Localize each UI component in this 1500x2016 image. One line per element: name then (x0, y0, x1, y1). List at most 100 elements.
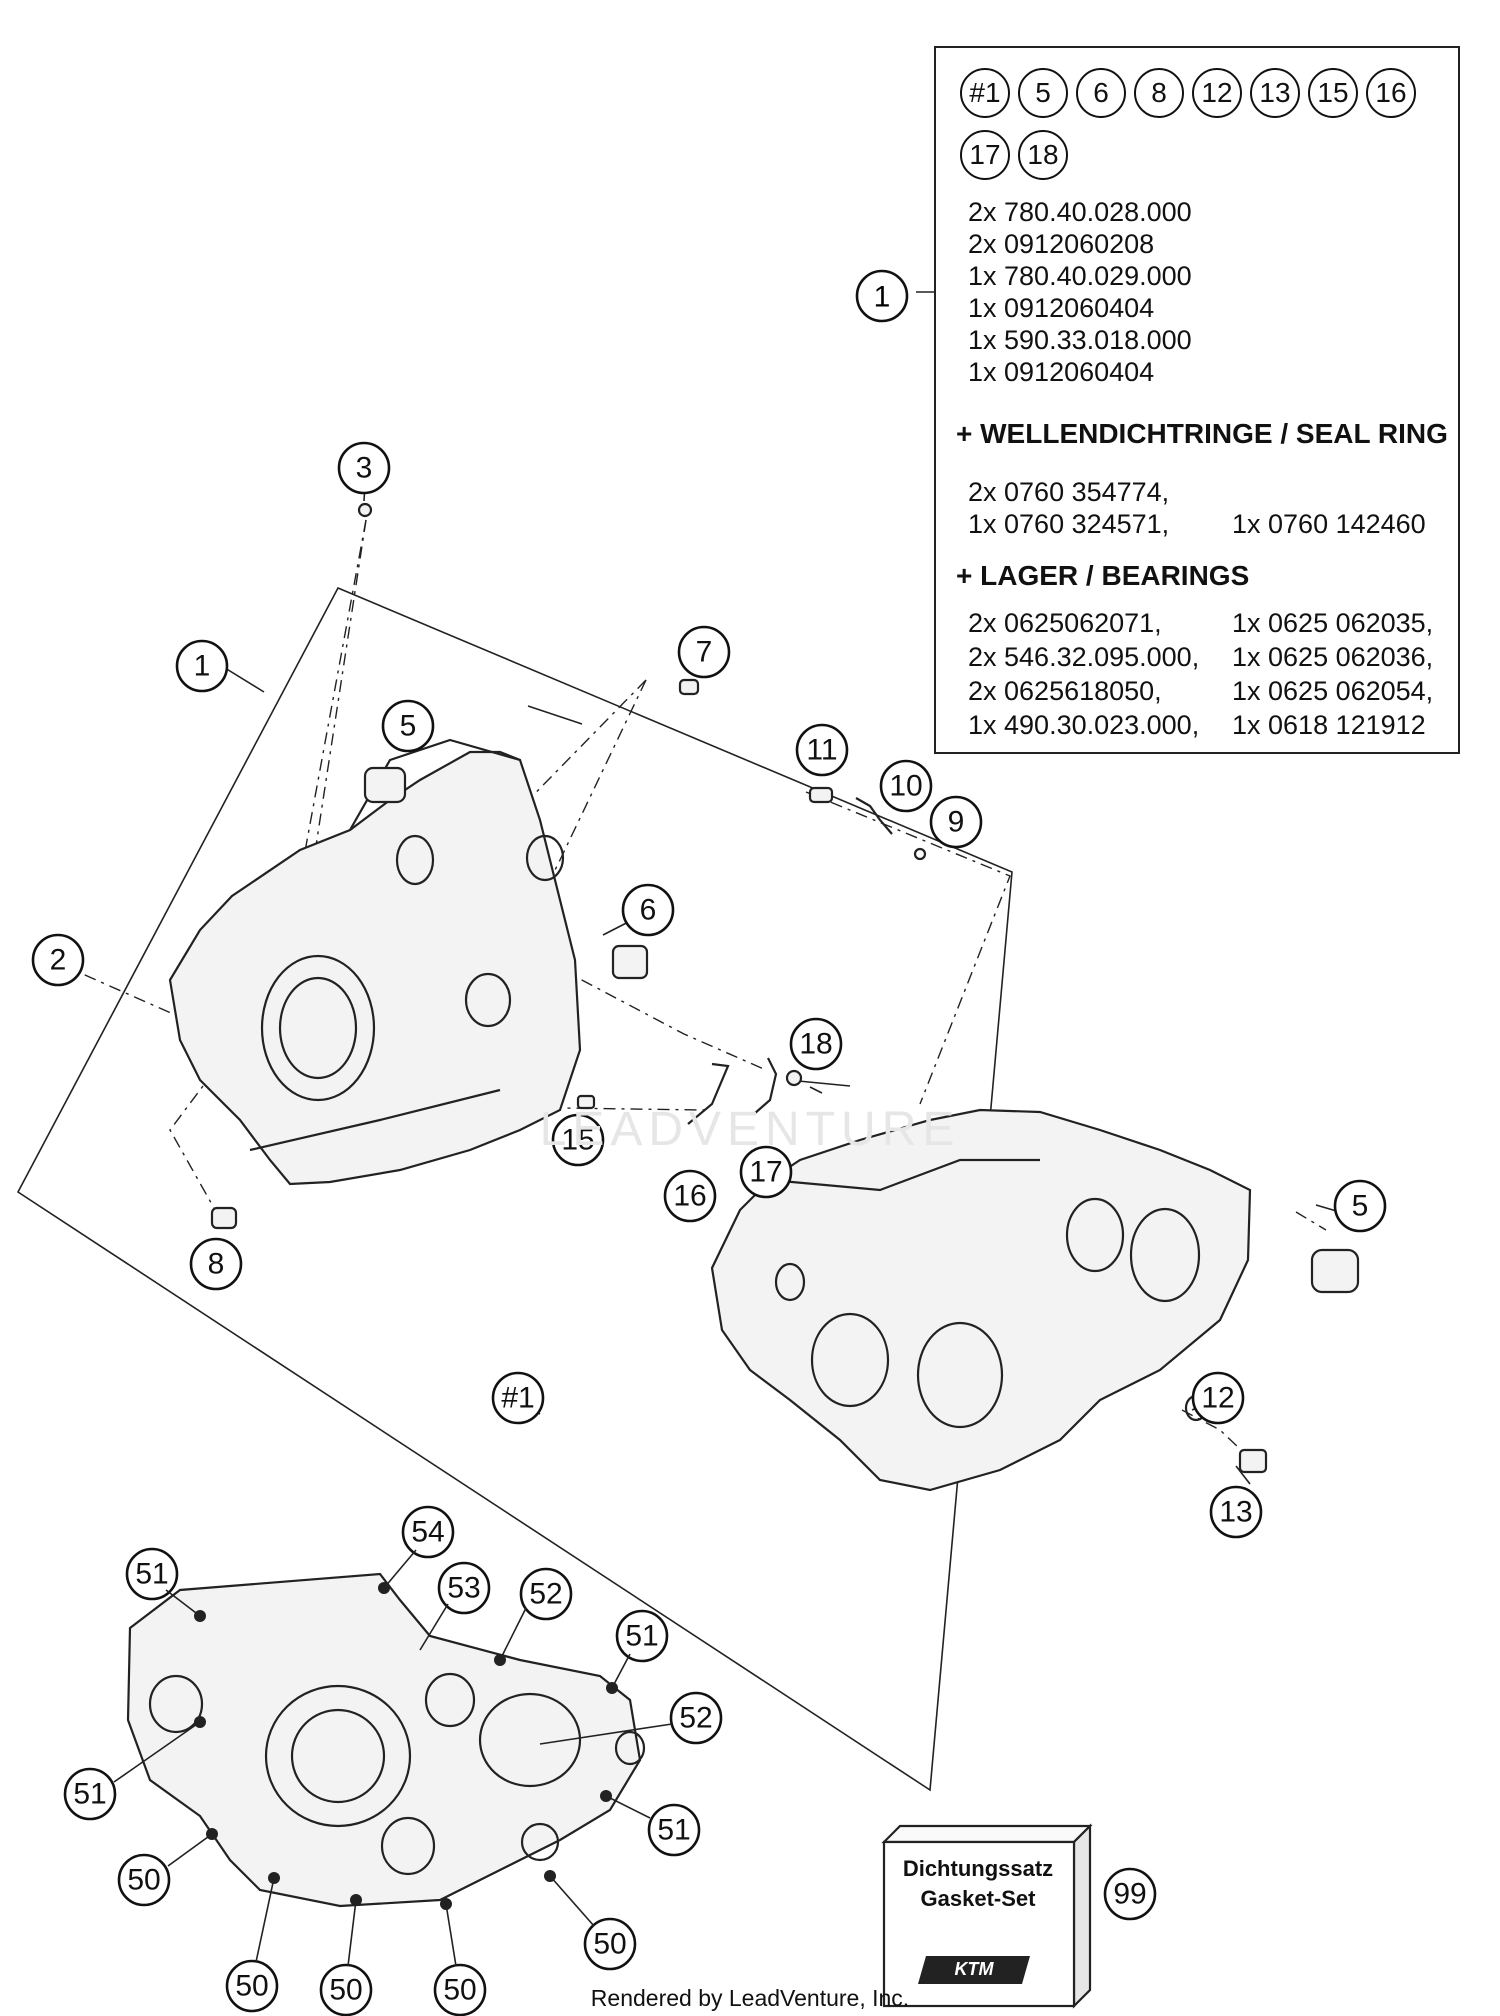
callout-1-kit: 1 (855, 269, 909, 323)
part-line: 1x 0912060404 (968, 293, 1155, 323)
bearing-line: 1x 0625 062035, (1232, 608, 1434, 638)
callout-8: 8 (189, 1237, 243, 1291)
kit-part-list: 2x 780.40.028.000 2x 0912060208 1x 780.4… (968, 196, 1192, 388)
svg-text:9: 9 (948, 806, 965, 839)
svg-text:13: 13 (1219, 1496, 1252, 1529)
bearings-heading: + LAGER / BEARINGS (956, 560, 1250, 591)
svg-text:52: 52 (679, 1702, 712, 1735)
svg-text:KTM: KTM (955, 1959, 995, 1979)
svg-text:3: 3 (356, 452, 373, 485)
part-line: 2x 780.40.028.000 (968, 197, 1192, 227)
bearing-line: 1x 490.30.023.000, (968, 710, 1200, 740)
seal-line: 1x 0760 324571, (968, 509, 1170, 539)
part-line: 1x 0912060404 (968, 357, 1155, 387)
callout-15: 15 (551, 1113, 605, 1167)
item-chip: 13 (1250, 68, 1300, 118)
bearing-line: 2x 0625618050, (968, 676, 1162, 706)
svg-text:15: 15 (561, 1124, 594, 1157)
svg-text:2: 2 (50, 944, 67, 977)
callout-11: 11 (795, 723, 849, 777)
svg-text:18: 18 (799, 1028, 832, 1061)
bushing-5-left (363, 766, 407, 804)
included-items-row-1: #1 5 6 8 12 13 15 16 (960, 68, 1416, 118)
svg-text:6: 6 (640, 894, 657, 927)
callout-1-assembly: 1 (175, 639, 229, 693)
seal-line: 2x 0760 354774, (968, 477, 1170, 507)
callout-12: 12 (1191, 1371, 1245, 1425)
svg-text:54: 54 (411, 1516, 444, 1549)
callout-51-right: 51 (647, 1803, 701, 1857)
item-chip: 5 (1018, 68, 1068, 118)
callout-assembly-1: #1 (491, 1371, 545, 1425)
svg-text:5: 5 (400, 710, 417, 743)
callout-3: 3 (337, 441, 391, 495)
svg-text:50: 50 (235, 1970, 268, 2003)
part-line: 1x 780.40.029.000 (968, 261, 1192, 291)
svg-text:50: 50 (127, 1864, 160, 1897)
svg-text:53: 53 (447, 1572, 480, 1605)
svg-text:51: 51 (657, 1814, 690, 1847)
callout-52-right: 52 (669, 1691, 723, 1745)
callout-50-bottom-2: 50 (319, 1963, 373, 2016)
crankcase-assembly-frame (16, 586, 1013, 1792)
callout-52-top: 52 (519, 1567, 573, 1621)
svg-text:51: 51 (73, 1778, 106, 1811)
gasket-label-de: Dichtungssatz (902, 1856, 1054, 1881)
right-crankcase-half (710, 1108, 1252, 1492)
item-chip: 6 (1076, 68, 1126, 118)
svg-text:52: 52 (529, 1578, 562, 1611)
callout-51-top-left: 51 (125, 1547, 179, 1601)
callout-2: 2 (31, 933, 85, 987)
bearing-line: 1x 0625 062054, (1232, 676, 1434, 706)
callout-50-bottom-1: 50 (225, 1959, 279, 2013)
seal-ring-heading: + WELLENDICHTRINGE / SEAL RING (956, 418, 1448, 449)
svg-text:99: 99 (1113, 1878, 1146, 1911)
svg-text:10: 10 (889, 770, 922, 803)
callout-53: 53 (437, 1561, 491, 1615)
bearings-list: 2x 0625062071, 1x 0625 062035, 2x 546.32… (968, 606, 1482, 742)
svg-text:#1: #1 (501, 1382, 534, 1415)
callout-17: 17 (739, 1145, 793, 1199)
bearing-line: 1x 0618 121912 (1232, 710, 1426, 740)
callout-51-left: 51 (63, 1767, 117, 1821)
gasket-set-box: KTM (881, 1823, 1093, 2009)
gasket-label-en: Gasket-Set (920, 1886, 1036, 1911)
svg-text:16: 16 (673, 1180, 706, 1213)
callout-10: 10 (879, 759, 933, 813)
gasket-set-label: Dichtungssatz Gasket-Set (890, 1854, 1066, 1914)
callout-18: 18 (789, 1017, 843, 1071)
svg-text:12: 12 (1201, 1382, 1234, 1415)
bushing-5-right (1310, 1248, 1360, 1294)
svg-text:11: 11 (806, 734, 837, 767)
part-line: 1x 590.33.018.000 (968, 325, 1192, 355)
crankcase-gasket-view (126, 1572, 646, 1908)
callout-5-left: 5 (381, 699, 435, 753)
callout-6: 6 (621, 883, 675, 937)
bearing-line: 2x 546.32.095.000, (968, 642, 1200, 672)
item-chip: 17 (960, 130, 1010, 180)
callout-54: 54 (401, 1505, 455, 1559)
item-chip: 12 (1192, 68, 1242, 118)
svg-text:1: 1 (874, 281, 891, 314)
svg-text:51: 51 (135, 1558, 168, 1591)
footer-credit: Rendered by LeadVenture, Inc. (590, 1985, 910, 2011)
callout-9: 9 (929, 795, 983, 849)
callout-99: 99 (1103, 1867, 1157, 1921)
part-line: 2x 0912060208 (968, 229, 1155, 259)
callout-50-bottom-3: 50 (433, 1963, 487, 2016)
bolt-leaders (113, 1549, 673, 1967)
bushing-6 (611, 944, 649, 980)
svg-text:17: 17 (749, 1156, 782, 1189)
callout-50-left: 50 (117, 1853, 171, 1907)
included-items-row-2: 17 18 (960, 130, 1068, 180)
svg-text:1: 1 (194, 650, 211, 683)
item-chip: 15 (1308, 68, 1358, 118)
svg-text:50: 50 (329, 1974, 362, 2007)
svg-text:5: 5 (1352, 1190, 1369, 1223)
svg-text:50: 50 (443, 1974, 476, 2007)
bearing-line: 1x 0625 062036, (1232, 642, 1434, 672)
left-crankcase-half (168, 738, 582, 1186)
seal-line: 1x 0760 142460 (1232, 509, 1426, 539)
callout-13: 13 (1209, 1485, 1263, 1539)
